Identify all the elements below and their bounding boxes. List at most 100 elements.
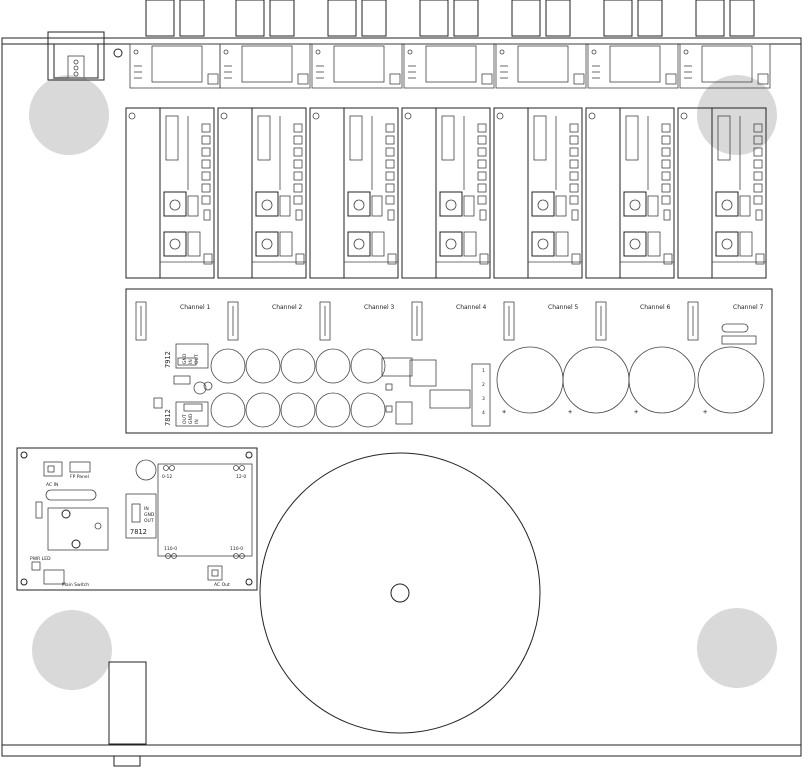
top-connector-6 xyxy=(587,0,679,89)
iec-inlet xyxy=(47,31,123,81)
bridge-rectifier xyxy=(409,359,437,387)
tap-pad-2 xyxy=(169,465,175,471)
channel-header-2 xyxy=(227,301,239,341)
channel-header-6 xyxy=(595,301,607,341)
tap-pad-6 xyxy=(171,553,177,559)
amplifier-module-5 xyxy=(493,107,583,279)
ac-out-terminal xyxy=(207,565,223,581)
filter-cap-bottom-4 xyxy=(315,392,351,428)
tap-pad-7 xyxy=(233,553,239,559)
tap-pad-3 xyxy=(233,465,239,471)
connector-pin-3: 3 xyxy=(482,396,485,402)
ac-in-label: AC IN xyxy=(46,482,58,488)
tap-0-12-label: 0-12 xyxy=(162,474,172,480)
main-filter-cap-1 xyxy=(496,346,564,414)
regulator-7912-pin-0: GND xyxy=(182,353,188,364)
main-switch-label: Main Switch xyxy=(62,582,89,588)
tap-12-0-label: 12-0 xyxy=(236,474,246,480)
power-reg-pin-1: GND xyxy=(144,512,155,518)
amplifier-module-4 xyxy=(401,107,491,279)
rubber-foot-bottom-left xyxy=(32,610,112,690)
main-filter-cap-4 xyxy=(697,346,765,414)
amplifier-module-7 xyxy=(677,107,767,279)
power-board-fuse xyxy=(45,489,97,501)
tap-110-0-right-label: 110-0 xyxy=(230,546,243,552)
power-board-bolt xyxy=(135,459,157,481)
filter-cap-bottom-3 xyxy=(280,392,316,428)
channel-label-1: Channel 1 xyxy=(180,304,211,311)
pwr-led-label: PWR LED xyxy=(30,556,51,562)
amplifier-module-3 xyxy=(309,107,399,279)
filter-cap-bottom-5 xyxy=(350,392,386,428)
connector-pin-2: 2 xyxy=(482,382,485,388)
channel-header-4 xyxy=(411,301,423,341)
fp-panel-label: FP Panel xyxy=(70,474,89,480)
channel-header-5 xyxy=(503,301,515,341)
top-connector-5 xyxy=(495,0,587,89)
ac-out-label: AC Out xyxy=(214,582,230,588)
channel-header-3 xyxy=(319,301,331,341)
top-connector-4 xyxy=(403,0,495,89)
regulator-7912-label: 7912 xyxy=(164,351,172,368)
filter-cap-top-1 xyxy=(210,348,246,384)
tap-pad-4 xyxy=(239,465,245,471)
cap-polarity-3: + xyxy=(634,408,638,416)
channel-label-7: Channel 7 xyxy=(733,304,764,311)
channel-label-5: Channel 5 xyxy=(548,304,579,311)
regulator-7812-pin-1: GND xyxy=(188,413,194,424)
amplifier-module-2 xyxy=(217,107,307,279)
tap-pad-5 xyxy=(165,553,171,559)
fp-panel-header xyxy=(69,461,91,473)
filter-cap-top-5 xyxy=(350,348,386,384)
tap-pad-8 xyxy=(239,553,245,559)
connector-pin-1: 1 xyxy=(482,368,485,374)
rubber-foot-top-right xyxy=(697,75,777,155)
power-board xyxy=(16,447,258,591)
power-regulator-outline xyxy=(125,493,157,539)
amplifier-module-row xyxy=(125,107,767,279)
main-filter-cap-3 xyxy=(628,346,696,414)
tap-pad-1 xyxy=(163,465,169,471)
four-pin-connector xyxy=(471,363,491,427)
channel-label-2: Channel 2 xyxy=(272,304,303,311)
top-connector-3 xyxy=(311,0,403,89)
amplifier-module-1 xyxy=(125,107,215,279)
toroidal-transformer xyxy=(259,452,541,734)
channel-label-3: Channel 3 xyxy=(364,304,395,311)
filter-cap-top-2 xyxy=(245,348,281,384)
bridge-rectifier-2 xyxy=(429,389,471,409)
tap-110-0-left-label: 110-0 xyxy=(164,546,177,552)
filter-cap-top-4 xyxy=(315,348,351,384)
top-connector-2 xyxy=(219,0,311,89)
regulator-7812-outline xyxy=(175,401,209,427)
amplifier-module-6 xyxy=(585,107,675,279)
filter-cap-top-3 xyxy=(280,348,316,384)
regulator-7812-pin-0: OUT xyxy=(182,414,188,424)
power-board-relay xyxy=(47,507,109,551)
channel-label-4: Channel 4 xyxy=(456,304,487,311)
channel-header-7 xyxy=(687,301,699,341)
filter-cap-bottom-1 xyxy=(210,392,246,428)
power-reg-pin-2: OUT xyxy=(144,518,154,524)
cap-polarity-2: + xyxy=(568,408,572,416)
power-reg-pin-0: IN xyxy=(144,506,149,512)
regulator-7812-pin-2: IN xyxy=(194,419,200,424)
fuse-2 xyxy=(721,335,757,345)
main-filter-cap-2 xyxy=(562,346,630,414)
regulator-7912-pin-2: OUT xyxy=(194,354,200,364)
top-connector-row xyxy=(129,0,771,89)
regulator-7912-pin-1: IN xyxy=(188,359,194,364)
regulator-7812-label: 7812 xyxy=(164,409,172,426)
transformer-tap-board xyxy=(157,463,253,557)
top-connector-7 xyxy=(679,0,771,89)
rubber-foot-top-left xyxy=(29,75,109,155)
top-connector-1 xyxy=(129,0,221,89)
cap-polarity-1: + xyxy=(502,408,506,416)
channel-labels: Channel 1 Channel 2 Channel 3 Channel 4 Chan… xyxy=(135,301,764,341)
fuse-1 xyxy=(721,323,749,333)
fuse-holder-block xyxy=(108,661,147,745)
connector-pin-4: 4 xyxy=(482,410,485,416)
